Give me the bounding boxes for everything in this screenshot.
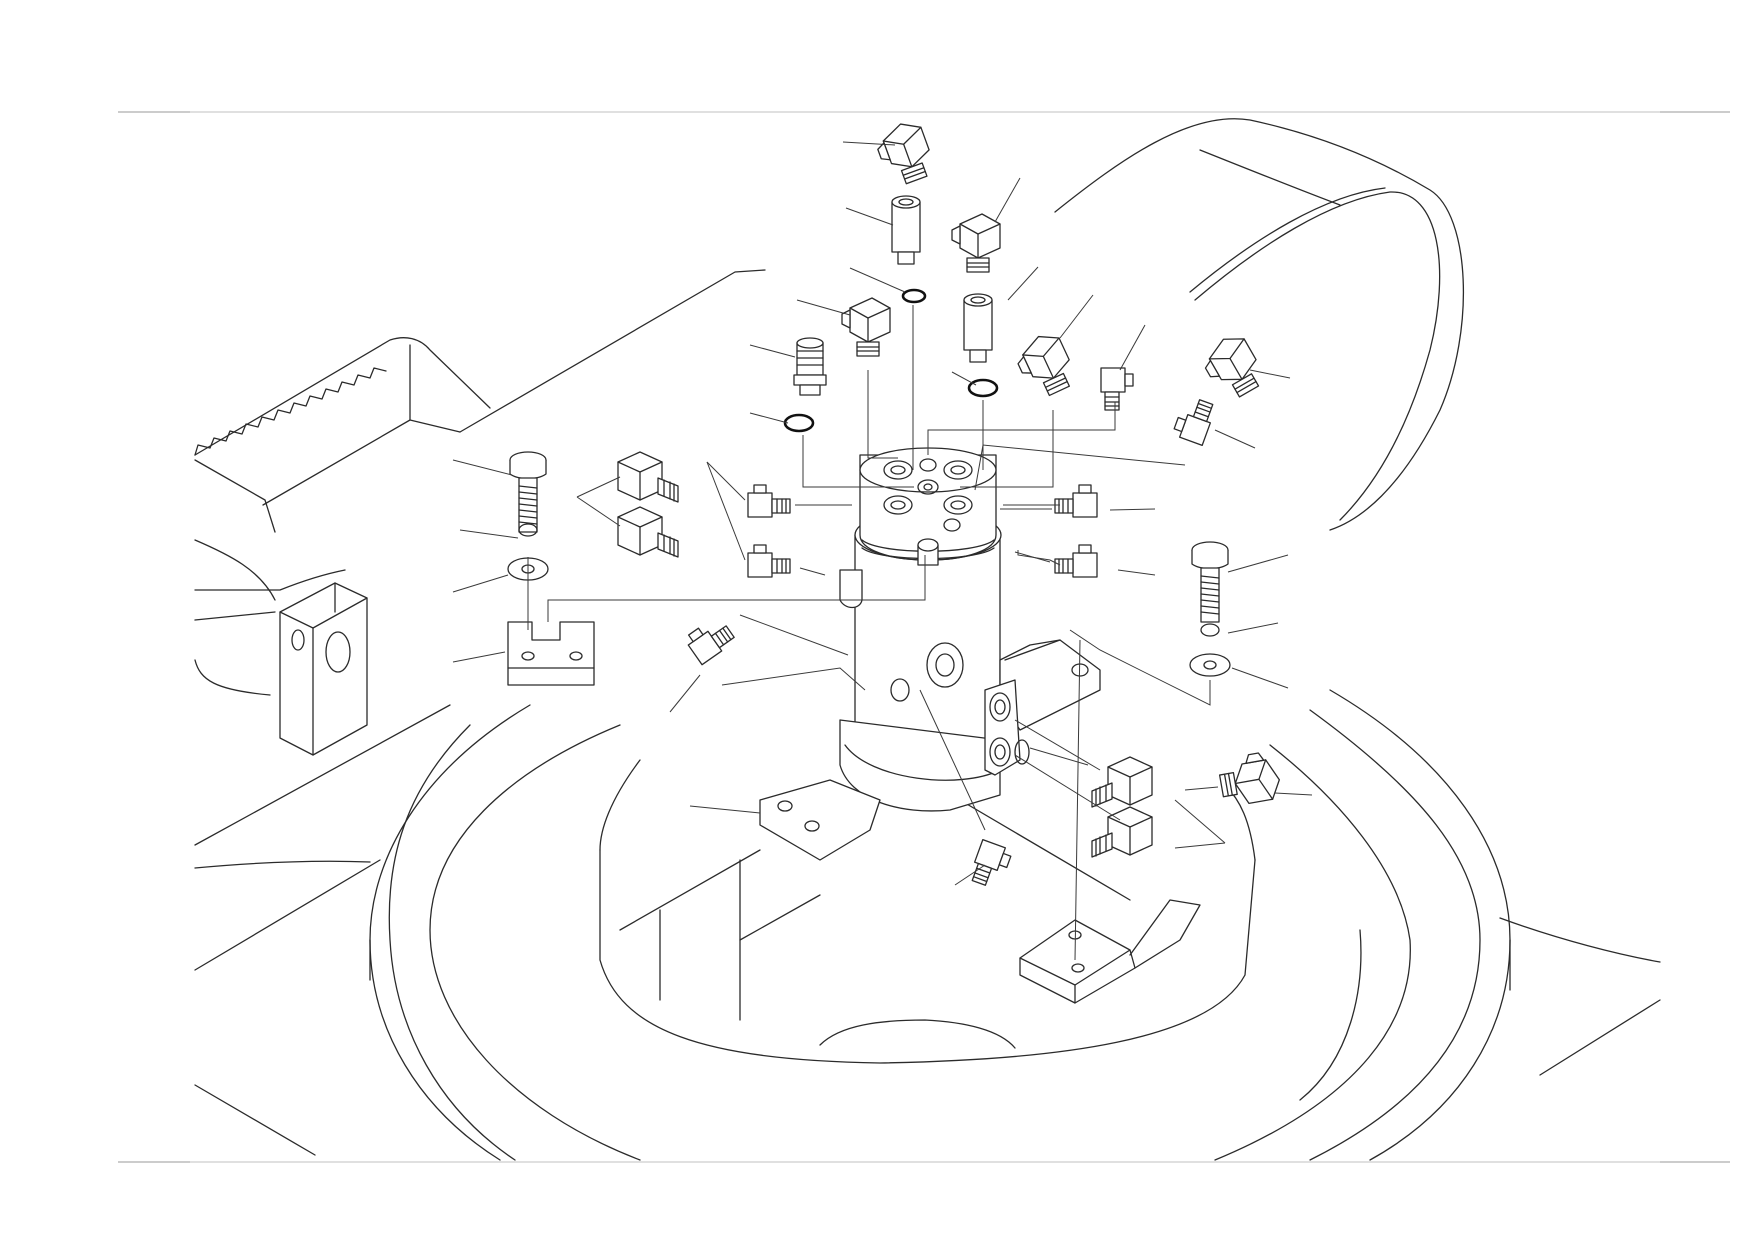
upper-structure-outline [1054, 118, 1661, 1076]
leader-7 [1059, 294, 1094, 339]
fitting-hex-lower-left [617, 506, 679, 558]
fitting-elbow-right [1010, 328, 1080, 403]
fitting-elbow-lower-far-right [1216, 749, 1284, 809]
fitting-straight-left [793, 337, 827, 396]
assembly-lines [527, 305, 1211, 961]
fitting-long-nipple-right [963, 293, 993, 363]
fitting-tee-right [1100, 367, 1134, 411]
left-mounting-block [279, 582, 368, 756]
leader-5 [1007, 266, 1039, 301]
leader-34 [739, 614, 849, 656]
o-ring-3 [783, 413, 815, 433]
fitting-tee-left-bottom [683, 613, 738, 666]
lower-bracket-plate [1019, 899, 1201, 1004]
fitting-tee-right-lower [1054, 544, 1098, 578]
page-frame [118, 111, 1730, 1163]
leader-21 [1014, 551, 1051, 563]
o-ring-2 [967, 378, 999, 398]
leader-10 [749, 344, 796, 358]
callout-leaders [452, 141, 1313, 886]
lock-washer-left [518, 523, 538, 537]
flat-washer-right [1189, 653, 1231, 677]
fitting-hex-upper-left [617, 451, 679, 503]
leader-30b [1174, 842, 1226, 849]
fitting-tee-far-right [1171, 394, 1218, 447]
leader-4 [849, 267, 906, 293]
leader-9 [1119, 324, 1146, 371]
leader-31 [1274, 792, 1313, 796]
fitting-long-nipple-left [891, 195, 921, 265]
inner-drum [599, 759, 1256, 1064]
stopper-plate [507, 621, 595, 686]
fitting-tee-right-upper [1054, 484, 1098, 518]
fitting-tee-left [747, 484, 791, 518]
bolt-right [1191, 541, 1229, 623]
leader-6 [796, 299, 851, 316]
fitting-elbow-left [841, 297, 891, 357]
leader-19b [706, 461, 746, 561]
o-ring-1 [901, 288, 927, 304]
leader-2 [845, 207, 894, 226]
leader-23 [1117, 569, 1156, 576]
fitting-top-elbow [871, 117, 938, 190]
leader-32 [1184, 786, 1219, 791]
leader-18a [576, 476, 621, 498]
leader-3 [994, 177, 1021, 223]
leader-16 [452, 574, 509, 593]
leader-17 [452, 651, 506, 663]
leader-14 [452, 459, 513, 476]
lock-washer-right [1200, 623, 1220, 637]
leader-33 [954, 864, 986, 886]
fitting-hex-lower-right-2 [1091, 806, 1153, 858]
leader-26 [1231, 667, 1289, 689]
leader-28 [689, 805, 761, 814]
leader-1 [842, 141, 896, 146]
leader-11 [749, 412, 789, 424]
leader-25 [1227, 622, 1279, 634]
leader-8 [951, 371, 977, 386]
swivel-joint-body [759, 447, 1101, 861]
fitting-elbow-far-right [1196, 329, 1269, 406]
leader-13 [1214, 429, 1256, 449]
leader-29 [1029, 747, 1089, 766]
fitting-hex-lower-right-1 [1091, 756, 1153, 808]
leader-30a [1174, 799, 1226, 844]
fitting-tee-left-lower [747, 544, 791, 578]
turntable-ring [369, 689, 1511, 1161]
left-frame-outline [194, 269, 766, 1156]
leader-19a [706, 461, 746, 501]
leader-15 [459, 529, 519, 539]
leader-27 [669, 674, 701, 713]
bolt-left [509, 451, 547, 533]
fitting-elbow-upper-right [951, 213, 1001, 273]
leader-22 [1109, 508, 1156, 511]
fitting-tee-bottom [967, 838, 1014, 891]
leader-12 [1249, 369, 1291, 379]
leader-18b [576, 496, 621, 527]
leader-24 [1227, 554, 1289, 573]
